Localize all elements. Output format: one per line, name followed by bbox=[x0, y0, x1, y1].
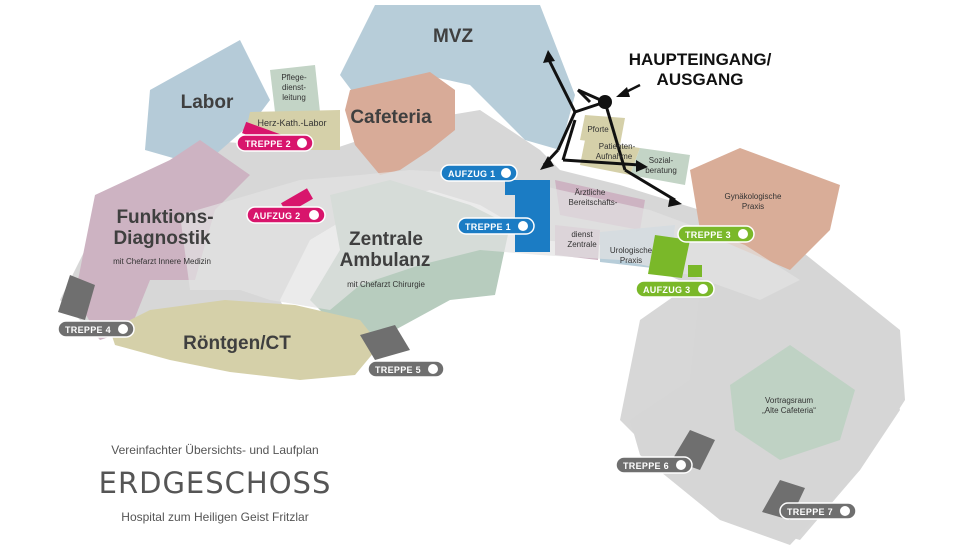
entrance-label-2: AUSGANG bbox=[657, 70, 744, 89]
footer-subtitle: Vereinfachter Übersichts- und Laufplan bbox=[111, 443, 319, 457]
label-funktionsdiagnostik-2: Diagnostik bbox=[113, 228, 211, 249]
label-zentrale-ambulanz-1: Zentrale bbox=[349, 229, 423, 250]
label-zentrale-ambulanz-sub: mit Chefarzt Chirurgie bbox=[347, 280, 425, 289]
svg-text:AUFZUG 3: AUFZUG 3 bbox=[643, 285, 690, 295]
aufzug1-block bbox=[505, 180, 550, 195]
label-mvz: MVZ bbox=[433, 26, 474, 47]
label-gynaekologische-praxis-2: Praxis bbox=[742, 202, 764, 211]
treppe5-block bbox=[360, 325, 410, 360]
label-labor: Labor bbox=[181, 92, 234, 113]
entrance-label-1: HAUPTEINGANG/ bbox=[629, 50, 772, 69]
label-funktionsdiagnostik-1: Funktions- bbox=[116, 207, 213, 228]
label-roentgen-ct: Röntgen/CT bbox=[183, 333, 291, 354]
label-urologische-praxis-2: Praxis bbox=[620, 256, 642, 265]
label-vortragsraum-2: „Alte Cafeteria“ bbox=[762, 406, 816, 415]
area-pflegedienstleitung[interactable] bbox=[270, 65, 320, 112]
badge-treppe3[interactable]: TREPPE 3 bbox=[677, 225, 755, 243]
svg-text:TREPPE 6: TREPPE 6 bbox=[623, 461, 669, 471]
label-pflegedienstleitung-2: dienst- bbox=[282, 83, 306, 92]
area-cafeteria[interactable] bbox=[345, 72, 455, 175]
treppe3-block bbox=[648, 235, 690, 278]
badge-aufzug2[interactable]: AUFZUG 2 bbox=[246, 206, 326, 224]
badge-treppe7[interactable]: TREPPE 7 bbox=[779, 502, 857, 520]
svg-text:TREPPE 3: TREPPE 3 bbox=[685, 230, 731, 240]
svg-text:AUFZUG 2: AUFZUG 2 bbox=[253, 211, 300, 221]
footer-title: ERDGESCHOSS bbox=[98, 466, 332, 500]
badge-treppe4[interactable]: TREPPE 4 bbox=[57, 320, 135, 338]
label-pforte: Pforte bbox=[587, 125, 609, 134]
svg-text:TREPPE 5: TREPPE 5 bbox=[375, 365, 421, 375]
treppe4-block bbox=[58, 275, 95, 320]
badge-aufzug1[interactable]: AUFZUG 1 bbox=[440, 164, 518, 182]
label-urologische-praxis-1: Urologische bbox=[610, 246, 653, 255]
badge-aufzug3[interactable]: AUFZUG 3 bbox=[635, 280, 715, 298]
label-sozialberatung-1: Sozial- bbox=[649, 156, 674, 165]
area-labor[interactable] bbox=[145, 40, 270, 160]
area-pforte[interactable] bbox=[580, 115, 625, 145]
label-cafeteria: Cafeteria bbox=[350, 107, 432, 128]
badge-treppe5[interactable]: TREPPE 5 bbox=[367, 360, 445, 378]
badge-treppe2[interactable]: TREPPE 2 bbox=[236, 134, 314, 152]
aufzug3-block bbox=[688, 265, 702, 277]
area-mvz[interactable] bbox=[340, 5, 575, 150]
label-aerztlicher-1: Ärztliche bbox=[575, 188, 606, 197]
label-vortragsraum-1: Vortragsraum bbox=[765, 396, 813, 405]
label-herz-kath-labor: Herz-Kath.-Labor bbox=[257, 118, 326, 128]
area-vortragsraum[interactable] bbox=[730, 345, 855, 460]
badge-treppe1[interactable]: TREPPE 1 bbox=[457, 217, 535, 235]
svg-text:AUFZUG 1: AUFZUG 1 bbox=[448, 169, 495, 179]
label-sozialberatung-2: beratung bbox=[645, 166, 677, 175]
area-roentgen-ct[interactable] bbox=[110, 300, 380, 380]
label-aerztlicher-2: Bereitschafts- bbox=[569, 198, 618, 207]
area-sozialberatung[interactable] bbox=[630, 148, 690, 185]
svg-text:TREPPE 2: TREPPE 2 bbox=[245, 139, 291, 149]
footer-hospital: Hospital zum Heiligen Geist Fritzlar bbox=[121, 510, 309, 524]
label-zentrale-ambulanz-2: Ambulanz bbox=[340, 250, 431, 271]
badge-treppe6[interactable]: TREPPE 6 bbox=[615, 456, 693, 474]
label-dienst-zentrale-1: dienst bbox=[571, 230, 593, 239]
entrance-point bbox=[598, 95, 612, 109]
label-pflegedienstleitung-3: leitung bbox=[282, 93, 306, 102]
label-pflegedienstleitung-1: Pflege- bbox=[281, 73, 307, 82]
label-patienten-aufnahme-1: Patienten- bbox=[599, 142, 636, 151]
label-funktionsdiagnostik-sub: mit Chefarzt Innere Medizin bbox=[113, 257, 211, 266]
svg-text:TREPPE 4: TREPPE 4 bbox=[65, 325, 111, 335]
area-funktionsdiagnostik[interactable] bbox=[75, 140, 250, 340]
label-dienst-zentrale-2: Zentrale bbox=[567, 240, 597, 249]
label-gynaekologische-praxis-1: Gynäkologische bbox=[725, 192, 782, 201]
svg-text:TREPPE 7: TREPPE 7 bbox=[787, 507, 833, 517]
svg-text:TREPPE 1: TREPPE 1 bbox=[465, 222, 511, 232]
label-patienten-aufnahme-2: Aufnahme bbox=[596, 152, 633, 161]
